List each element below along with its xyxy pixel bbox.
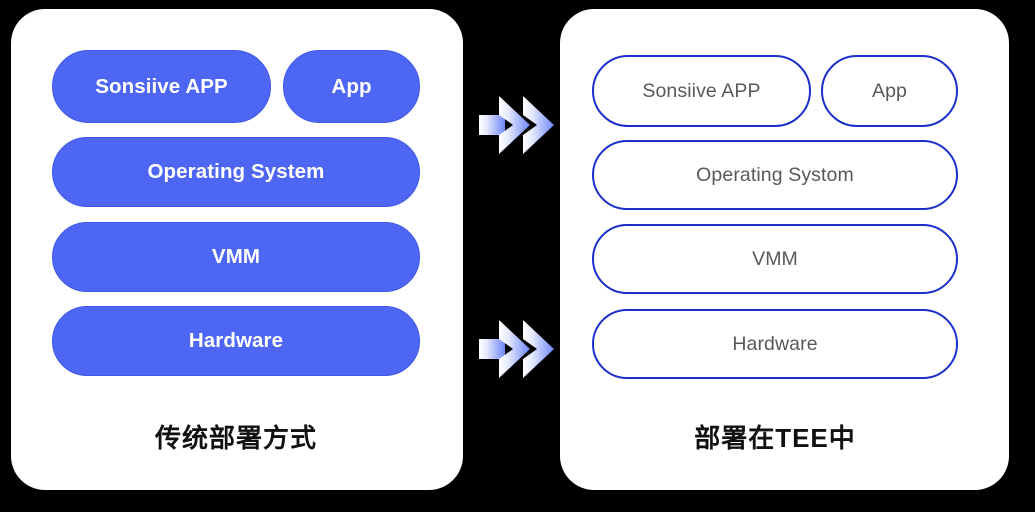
panel-caption-traditional: 传统部署方式 [154, 423, 317, 453]
layer-traditional-app-main: Sonsiive APP [52, 50, 271, 123]
layer-tee-os: Operating Systom [592, 140, 958, 210]
layer-label: Operating Systom [696, 163, 854, 186]
layer-label: Sonsiive APP [95, 74, 228, 98]
layer-label: Sonsiive APP [642, 79, 761, 102]
layer-tee-hardware: Hardware [592, 309, 958, 379]
layer-label: VMM [211, 245, 261, 268]
layer-label: Hardware [732, 332, 818, 355]
layer-traditional-app-small: App [283, 50, 420, 123]
layer-label: Hardware [188, 329, 284, 352]
layer-traditional-os: Operating System [52, 137, 420, 207]
layer-label: Operating System [147, 160, 325, 183]
layer-tee-app-main: Sonsiive APP [592, 55, 811, 127]
layer-label: App [331, 74, 372, 98]
arrow-right-top-icon [479, 94, 557, 156]
layer-label: App [872, 79, 907, 102]
layer-traditional-vmm: VMM [52, 222, 420, 292]
layer-label: VMM [752, 247, 798, 270]
layer-tee-vmm: VMM [592, 224, 958, 294]
arrow-right-bottom-icon [479, 318, 557, 380]
layer-tee-app-small: App [821, 55, 958, 127]
layer-traditional-hardware: Hardware [52, 306, 420, 376]
panel-caption-tee: 部署在TEE中 [694, 423, 856, 453]
